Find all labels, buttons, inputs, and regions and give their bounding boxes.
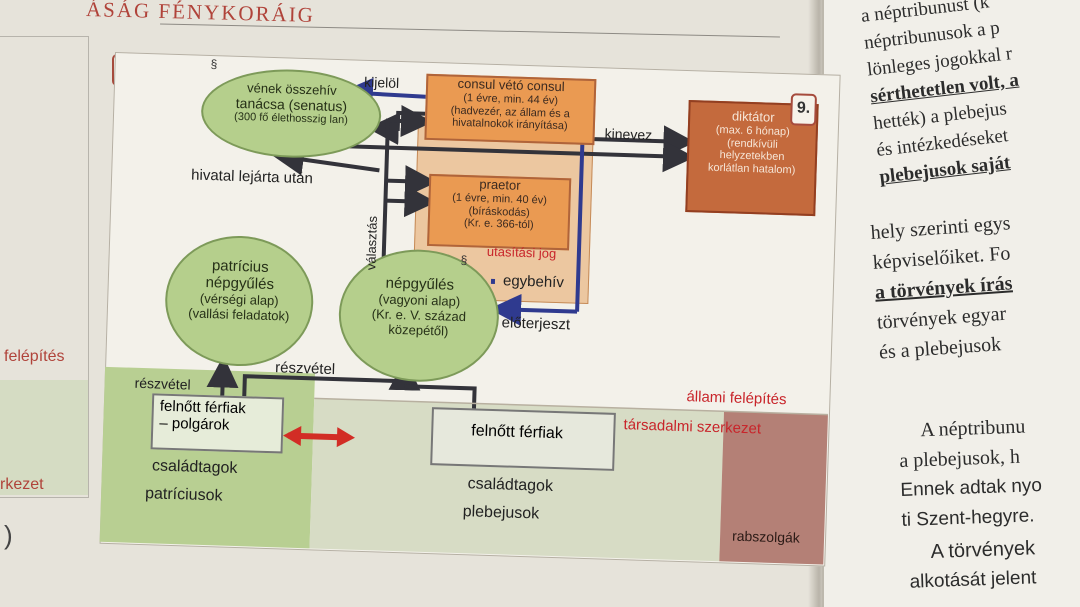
plebeian-men: felnőtt férfiak [471,422,564,443]
arrow-valasztas-praetor-2 [386,165,438,198]
label-eloterjeszt: előterjeszt [501,314,571,334]
roman-republic-diagram: vének összehív tanácsa (senatus) (300 fő… [99,52,841,567]
right-line-14: a plebejusok, h [899,445,1021,472]
label-reszvetel-1: részvétel [134,374,191,393]
page-number-9: 9. [790,93,818,127]
arrow-valasztas-praetor [385,185,437,218]
patricians-label: patríciusok [144,485,223,505]
arrow-utasitasi-line [575,106,586,312]
right-line-16: ti Szent-hegyre. [901,505,1035,531]
dictator-line5: korlátlan hatalom) [707,161,796,177]
patrician-men-box: felnőtt férfiak – polgárok [150,393,285,454]
diagram-arrows [206,77,828,448]
section-icon-2: § [460,252,468,268]
praetor-box: praetor (1 évre, min. 40 év) (bíráskodás… [427,173,572,251]
consul-box: consul vétó consul (1 évre, min. 44 év) … [424,73,597,146]
arrow-reszvetel-patrician [206,355,239,396]
label-egybehiv: egybehív [502,272,565,292]
plebeian-men-box: felnőtt férfiak [430,407,616,471]
section-icon-1: § [210,57,218,72]
patrician-family: családtagok [151,457,238,478]
plebeian-family: családtagok [467,475,554,495]
slaves-label: rabszolgák [731,527,801,546]
patrician-men-line2: – polgárok [159,414,230,434]
label-utasitasi: utasítási jog [486,243,557,261]
arrow-kinevez-2 [334,140,695,173]
label-kijelol: kijelöl [363,73,400,91]
left-column-society [0,380,88,495]
left-margin-mark: ) [4,520,13,550]
right-line-13: A néptribunu [919,415,1026,442]
right-line-17: A törvények [930,537,1036,563]
label-state-structure: állami felépítés [686,388,787,409]
patrician-assembly-line4: (vallási feladatok) [188,305,290,324]
label-valasztas: választás [363,215,380,271]
arrow-reszvetel-plebeian [404,384,477,414]
plebeians-label: plebejusok [462,503,540,523]
left-column-frame [0,36,89,498]
arrow-hivatal [271,143,380,176]
label-kinevez: kinevez [604,125,653,143]
right-page [822,0,1080,607]
label-reszvetel-2: részvétel [274,359,336,379]
arrow-valasztas-consul [381,105,433,271]
right-line-18: alkotását jelent [909,567,1037,593]
left-label-structure: felépítés [4,348,65,365]
left-label-society: rkezet [0,476,44,493]
arrow-eloterjeszt [489,293,578,326]
